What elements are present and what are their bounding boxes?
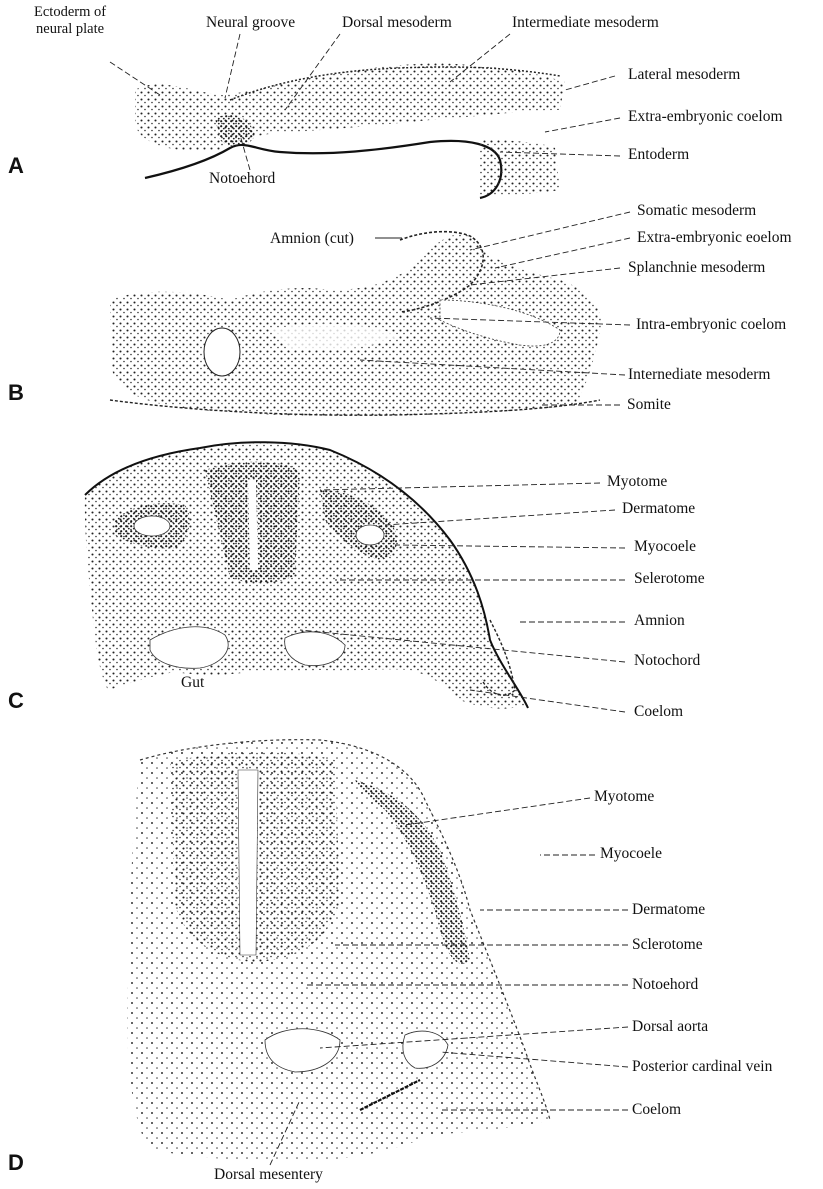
label-a-ectoderm: Ectoderm of neural plate	[34, 4, 106, 37]
label-c-notochord: Notochord	[634, 652, 700, 670]
label-a-notochord: Notoehord	[209, 170, 275, 188]
label-b-extra-embryonic-coelom: Extra-embryonic eoelom	[637, 229, 792, 247]
label-d-posterior-cardinal-vein: Posterior cardinal vein	[632, 1058, 772, 1076]
panel-letter-a: A	[8, 153, 24, 179]
panel-a-drawing	[135, 63, 565, 198]
label-d-notochord: Notoehord	[632, 976, 698, 994]
panel-a-extra-embryonic-tissue	[480, 140, 560, 195]
label-b-splanchnic-mesoderm: Splanchnie mesoderm	[628, 259, 765, 277]
panel-d-neural-canal	[238, 770, 258, 955]
label-d-myocoele: Myocoele	[600, 845, 662, 863]
label-c-myocoele: Myocoele	[634, 538, 696, 556]
panel-letter-b: B	[8, 380, 24, 406]
panel-c-drawing	[85, 442, 528, 708]
label-d-dorsal-mesentery: Dorsal mesentery	[214, 1166, 323, 1184]
panel-b-neural-tube-lumen	[204, 328, 240, 376]
label-c-coelom: Coelom	[634, 703, 683, 721]
label-a-lateral-mesoderm: Lateral mesoderm	[628, 66, 740, 84]
label-b-intra-embryonic-coelom: Intra-embryonic coelom	[636, 316, 786, 334]
label-c-sclerotome: Selerotome	[634, 570, 705, 588]
label-d-dorsal-aorta: Dorsal aorta	[632, 1018, 708, 1036]
label-d-dermatome: Dermatome	[632, 901, 705, 919]
panel-c-tissue-body	[85, 442, 525, 708]
label-a-neural-groove: Neural groove	[206, 14, 295, 32]
label-d-coelom: Coelom	[632, 1101, 681, 1119]
label-c-dermatome: Dermatome	[622, 500, 695, 518]
label-b-somatic-mesoderm: Somatic mesoderm	[637, 202, 756, 220]
label-a-extra-embryonic-coelom: Extra-embryonic coelom	[628, 108, 783, 126]
label-a-intermediate-mesoderm: Intermediate mesoderm	[512, 14, 659, 32]
panel-d-drawing	[127, 740, 550, 1162]
panel-a-tissue-body	[135, 63, 565, 150]
panel-c-myocoele-right	[356, 525, 384, 545]
label-c-myotome: Myotome	[607, 473, 667, 491]
label-c-amnion: Amnion	[634, 612, 685, 630]
panel-letter-c: C	[8, 688, 24, 714]
panel-letter-d: D	[8, 1150, 24, 1176]
label-d-myotome: Myotome	[594, 788, 654, 806]
label-a-dorsal-mesoderm: Dorsal mesoderm	[342, 14, 452, 32]
label-b-amnion-cut: Amnion (cut)	[270, 230, 354, 248]
panel-b-drawing	[110, 232, 601, 417]
label-b-intermediate-mesoderm: Internediate mesoderm	[628, 366, 770, 384]
label-b-somite: Somite	[627, 396, 671, 414]
panel-c-myocoele-left	[134, 516, 170, 536]
label-a-entoderm: Entoderm	[628, 146, 689, 164]
label-d-sclerotome: Sclerotome	[632, 936, 703, 954]
label-c-gut: Gut	[181, 674, 204, 692]
